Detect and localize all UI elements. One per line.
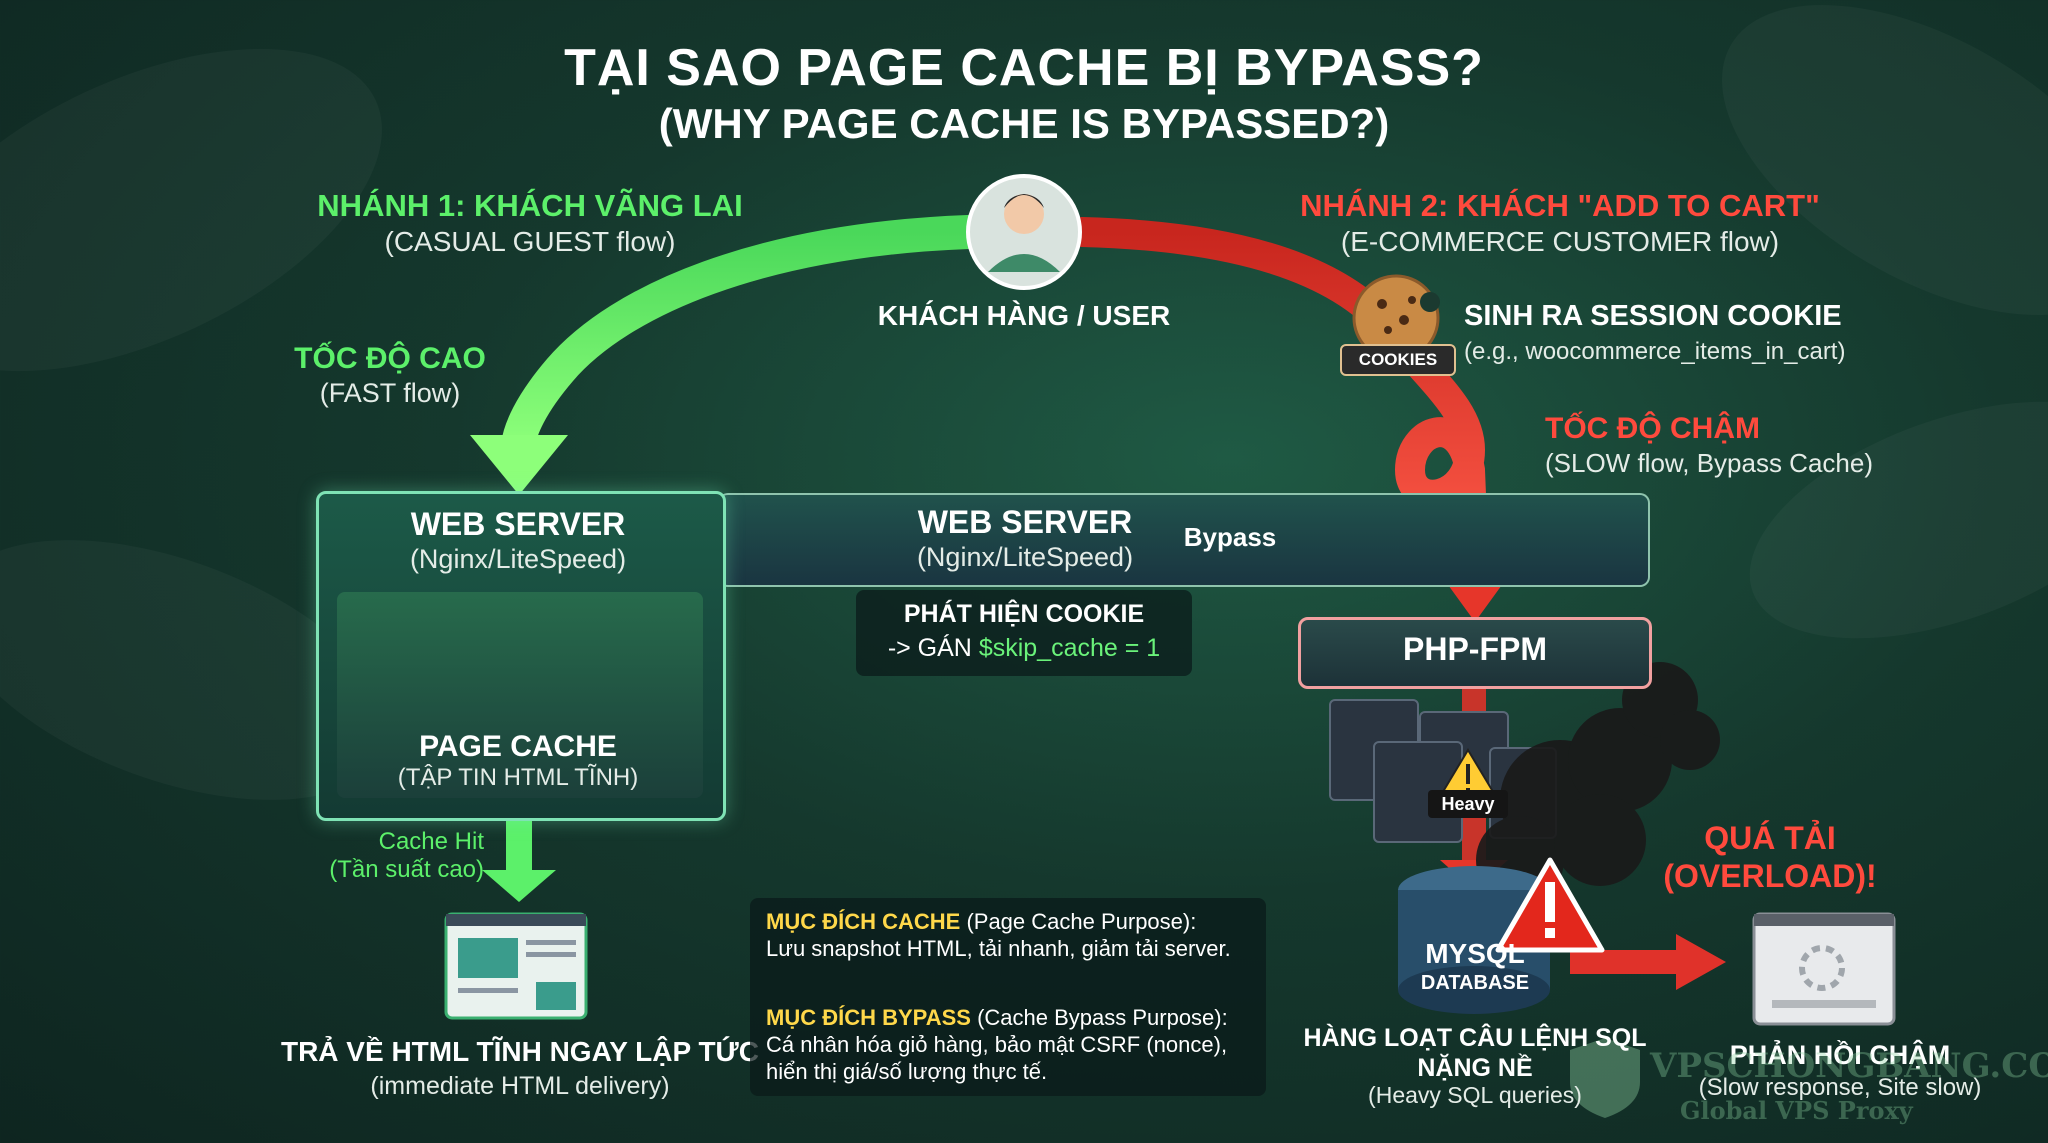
web-server-left-box [316,491,726,821]
heavy-badge: Heavy [1428,790,1508,818]
mysql-title: MYSQL [1425,938,1525,969]
html-delivery-icon [444,912,588,1020]
cache-hit-arrow [506,818,532,878]
mysql-subtitle: DATABASE [1420,972,1530,994]
web-server-mid-subtitle: (Nginx/LiteSpeed) [916,542,1134,572]
web-server-mid-title: WEB SERVER [917,504,1133,540]
db-to-slow-arrowhead [1676,934,1726,990]
slow-response-icon [1752,912,1896,1026]
slow-flow-arrow [1067,217,1489,585]
watermark-brand: VPSCHONGBANG.COM [1650,1046,2048,1086]
detect-cookie-title: PHÁT HIỆN COOKIE [903,600,1145,628]
bypass-purpose-desc: Cá nhân hóa giỏ hàng, bảo mật CSRF (nonc… [766,1032,1228,1084]
slow-speed-sublabel: (SLOW flow, Bypass Cache) [1545,448,1873,478]
fast-flow-arrow [501,215,985,462]
web-server-left-title: WEB SERVER [410,506,626,542]
warning-icon [1495,857,1605,953]
watermark-logo [1570,1038,1640,1118]
cache-purpose-key: MỤC ĐÍCH CACHE [766,909,961,934]
db-to-slow-arrow [1570,950,1680,974]
web-server-bar [718,493,1650,587]
bypass-label: Bypass [1183,522,1277,552]
page-cache-subtitle: (TẬP TIN HTML TĨNH) [397,764,639,791]
detect-assign-prefix: -> GÁN [887,634,979,662]
php-fpm-label: PHP-FPM [1403,631,1547,667]
bypass-purpose-key: MỤC ĐÍCH BYPASS [766,1005,971,1030]
sql-queries-line1: HÀNG LOẠT CÂU LỆNH SQL [1303,1024,1647,1052]
cache-purpose-en: (Page Cache Purpose): [960,909,1197,934]
delivery-title: TRẢ VỀ HTML TĨNH NGAY LẬP TỨC [280,1036,759,1067]
fast-flow-arrowhead [470,435,568,495]
purpose-panel: MỤC ĐÍCH CACHE (Page Cache Purpose): Lưu… [750,898,1266,1096]
page-cache-box [337,592,703,798]
cookie-example: (e.g., woocommerce_items_in_cart) [1464,338,1846,365]
slow-speed-label: TỐC ĐỘ CHẬM [1545,412,1760,445]
sql-queries-en: (Heavy SQL queries) [1368,1082,1582,1108]
branch1-subtitle: (CASUAL GUEST flow) [384,226,676,257]
web-server-left-subtitle: (Nginx/LiteSpeed) [409,544,627,574]
fast-speed-sublabel: (FAST flow) [319,378,461,408]
cookie-title: SINH RA SESSION COOKIE [1464,300,1842,332]
cache-hit-label: Cache Hit [378,828,484,855]
page-title: TẠI SAO PAGE CACHE BỊ BYPASS? [564,39,1484,97]
bypass-purpose-en: (Cache Bypass Purpose): [970,1005,1228,1030]
cache-hit-frequency: (Tần suất cao) [329,856,484,883]
page-cache-title: PAGE CACHE [419,730,617,763]
fast-speed-label: TỐC ĐỘ CAO [294,342,486,375]
slow-response-subtitle: (Slow response, Site slow) [1698,1074,1982,1101]
cookies-badge: COOKIES [1340,344,1456,376]
watermark-tagline: Global VPS Proxy [1680,1096,1913,1125]
detect-cookie-panel: PHÁT HIỆN COOKIE -> GÁN $skip_cache = 1 [856,590,1192,676]
overload-line2: (OVERLOAD)! [1663,858,1877,894]
delivery-subtitle: (immediate HTML delivery) [370,1072,670,1100]
slow-response-title: PHẢN HỒI CHẬM [1729,1040,1951,1070]
page-subtitle: (WHY PAGE CACHE IS BYPASSED?) [658,100,1390,147]
branch2-title: NHÁNH 2: KHÁCH "ADD TO CART" [1300,188,1820,223]
cache-purpose-desc: Lưu snapshot HTML, tải nhanh, giảm tải s… [766,936,1231,961]
skip-cache-code: $skip_cache = 1 [978,634,1161,662]
branch2-subtitle: (E-COMMERCE CUSTOMER flow) [1340,226,1780,257]
user-label: KHÁCH HÀNG / USER [877,300,1171,331]
sql-queries-line2: NẶNG NỀ [1417,1054,1533,1082]
overload-line1: QUÁ TẢI [1704,820,1836,856]
branch1-title: NHÁNH 1: KHÁCH VÃNG LAI [317,188,743,223]
cache-hit-arrowhead [482,870,556,902]
php-fpm-box [1298,617,1652,689]
